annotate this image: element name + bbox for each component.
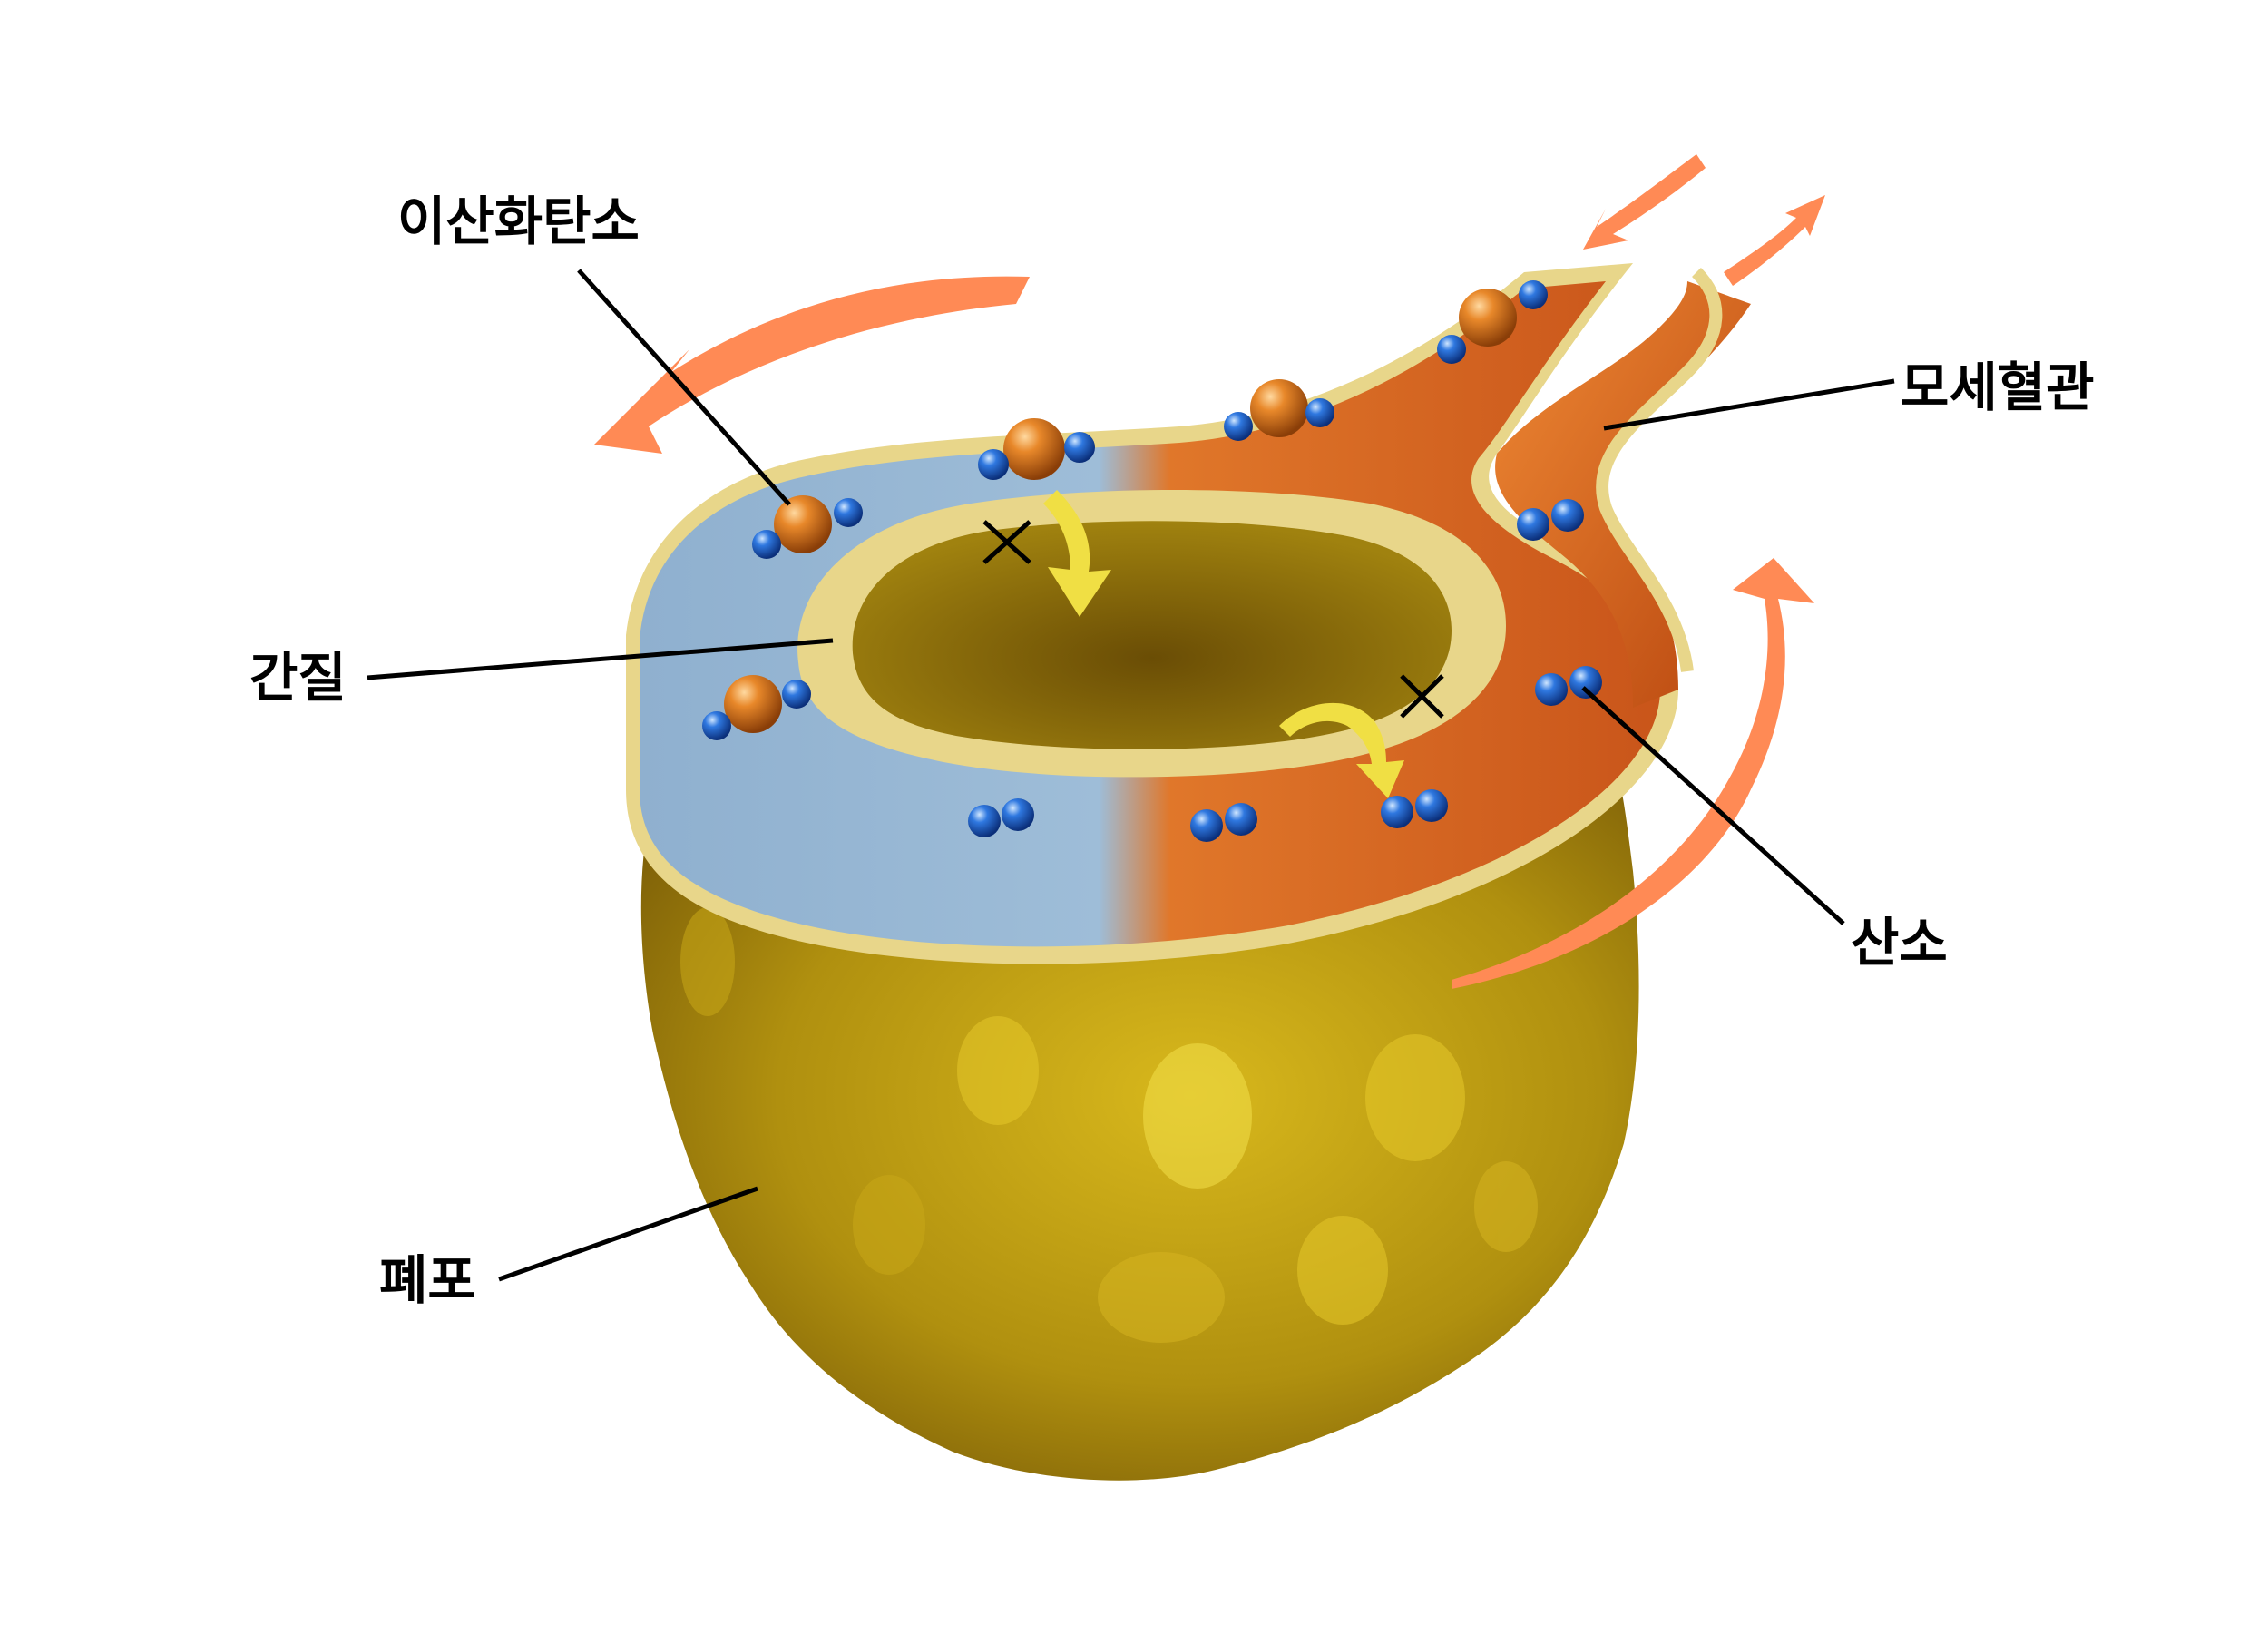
leader-line-capillary	[1603, 378, 1895, 431]
oxygen-molecule	[1190, 803, 1257, 842]
leader-line-oxygen	[1581, 686, 1845, 925]
carbon-dioxide-molecule	[752, 495, 863, 559]
oxygen-molecule	[1381, 789, 1448, 828]
label-carbon-dioxide: 이산화탄소	[397, 191, 640, 252]
blood-flow-arrow-exit-right	[1724, 195, 1825, 286]
leader-line-carbon-dioxide	[577, 269, 791, 506]
carbon-dioxide-molecule	[702, 675, 811, 740]
carbon-dioxide-molecule	[1224, 379, 1334, 441]
label-alveolus: 폐포	[379, 1249, 476, 1311]
gas-exchange-arrow-into-blood	[1279, 702, 1404, 798]
gas-exchange-arrow-into-alveolus	[1043, 490, 1111, 617]
blood-flow-arrow-right	[1452, 558, 1814, 989]
oxygen-molecule	[1535, 666, 1602, 706]
label-interstitium: 간질	[249, 647, 347, 709]
capillary-oxygenated-branch	[1495, 281, 1751, 708]
label-capillary: 모세혈관	[1901, 357, 2095, 418]
x-mark-icon	[982, 520, 1031, 564]
capillary-vessel-rim	[1596, 268, 1723, 672]
oxygen-molecule	[968, 798, 1034, 837]
alveolus-surface-highlights	[680, 907, 1538, 1343]
label-oxygen: 산소	[1851, 912, 1948, 974]
leader-line-alveolus	[498, 1186, 758, 1282]
blood-flow-arrow-top-left	[594, 276, 1030, 454]
x-mark-icon	[1400, 674, 1444, 719]
alveolus-opening	[852, 521, 1452, 749]
carbon-dioxide-molecule	[1437, 280, 1548, 364]
blood-flow-arrow-exit-left	[1583, 154, 1706, 250]
carbon-dioxide-molecule	[978, 418, 1095, 480]
oxygen-molecule	[1517, 499, 1584, 541]
leader-line-interstitium	[367, 638, 834, 680]
